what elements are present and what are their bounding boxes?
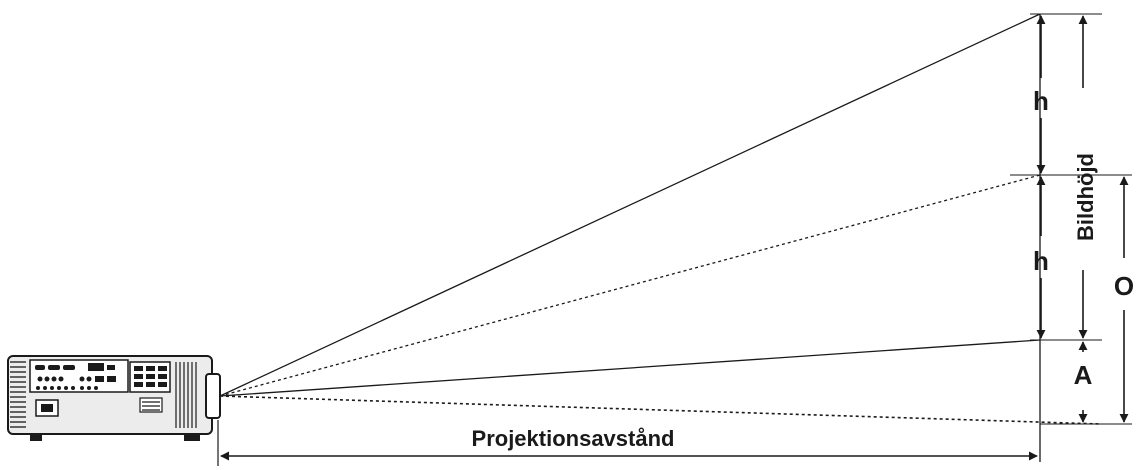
image-height-label: Bildhöjd bbox=[1073, 153, 1098, 241]
projection-distance-label: Projektionsavstånd bbox=[472, 426, 675, 451]
ray-lens-axis-dashed bbox=[219, 395, 1101, 425]
projection-rays bbox=[219, 13, 1101, 425]
ray-top bbox=[219, 13, 1041, 397]
h-upper-label: h bbox=[1033, 86, 1049, 116]
projection-distance-dimension bbox=[217, 420, 1038, 466]
extension-lines bbox=[1010, 13, 1132, 425]
offset-a-label: A bbox=[1074, 360, 1093, 390]
h-lower-label: h bbox=[1033, 246, 1049, 276]
ray-image-bottom bbox=[219, 339, 1041, 397]
offset-o-label: O bbox=[1114, 271, 1134, 301]
projector-icon bbox=[7, 355, 221, 441]
ray-center-dashed bbox=[219, 174, 1041, 397]
